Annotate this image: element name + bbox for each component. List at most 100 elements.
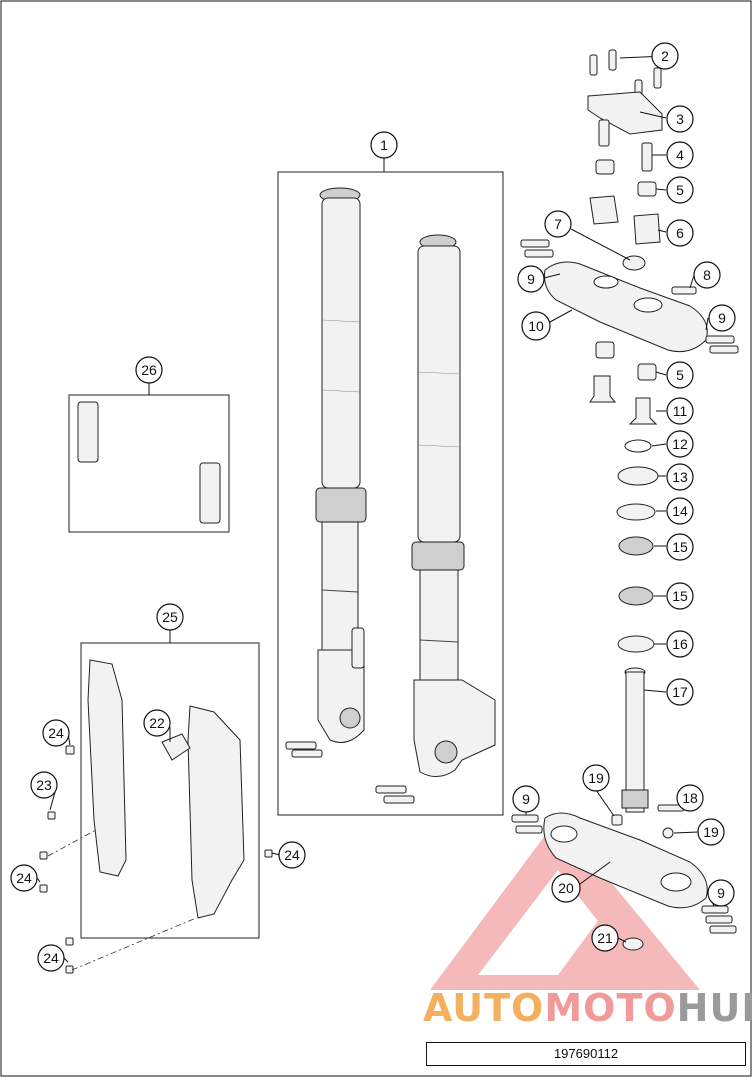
document-number: 197690112: [426, 1042, 746, 1066]
callout-9-upper-left: 9: [517, 265, 545, 293]
callout-24-left: 24: [10, 864, 38, 892]
svg-text:15: 15: [672, 539, 688, 555]
callout-leaders: [36, 55, 715, 963]
svg-text:14: 14: [672, 503, 688, 519]
svg-text:24: 24: [16, 870, 32, 886]
callout-22: 22: [143, 709, 171, 737]
callout-9-lower-left: 9: [512, 785, 540, 813]
callout-5-upper: 5: [666, 176, 694, 204]
svg-text:6: 6: [676, 225, 684, 241]
watermark-moto: MOTO: [544, 986, 677, 1030]
bumper-21: [622, 937, 644, 951]
svg-text:18: 18: [682, 790, 698, 806]
guard-screws: [39, 745, 273, 974]
upper-triple-clamp: [544, 261, 708, 353]
svg-text:22: 22: [149, 715, 165, 731]
svg-text:1: 1: [380, 137, 388, 153]
callout-11: 11: [666, 397, 694, 425]
bushing-lower-2: [637, 363, 657, 381]
callout-10: 10: [521, 311, 551, 341]
callout-24-top: 24: [42, 719, 70, 747]
bearing-upper: [618, 536, 654, 556]
svg-text:17: 17: [672, 684, 688, 700]
upper-clamp-bolts-right: [705, 335, 739, 354]
callout-1: 1: [370, 131, 398, 159]
fork-axle-bolts: [285, 741, 415, 804]
svg-text:26: 26: [141, 362, 157, 378]
rubber-bushing-2: [637, 181, 657, 197]
nut-19b: [662, 827, 674, 839]
callout-3: 3: [666, 105, 694, 133]
svg-text:15: 15: [672, 588, 688, 604]
svg-text:9: 9: [527, 271, 535, 287]
callout-9-lower-right: 9: [707, 879, 735, 907]
steering-stem: [621, 667, 649, 813]
upper-clamp-bolts-left: [520, 239, 554, 258]
svg-text:24: 24: [43, 950, 59, 966]
callout-20: 20: [551, 873, 581, 903]
svg-text:23: 23: [36, 777, 52, 793]
callout-15-lower: 15: [666, 582, 694, 610]
callout-26: 26: [135, 356, 163, 384]
pinch-bolt: [671, 286, 697, 295]
svg-text:24: 24: [48, 725, 64, 741]
svg-text:9: 9: [718, 310, 726, 326]
clamp-bolt: [598, 119, 610, 147]
svg-text:19: 19: [703, 824, 719, 840]
seal-ring: [616, 503, 656, 521]
rubber-bushing: [595, 159, 615, 175]
guard-clip: [161, 733, 191, 761]
kit-26-pad-a: [77, 401, 99, 463]
handlebar-clamp-top: [587, 91, 663, 135]
svg-text:9: 9: [717, 885, 725, 901]
callout-9-upper-right: 9: [708, 304, 736, 332]
svg-text:21: 21: [597, 930, 613, 946]
clamp-sleeve: [589, 375, 617, 403]
callout-19-upper: 19: [582, 764, 610, 792]
fork-leg-right: [411, 234, 496, 777]
bearing-lower: [618, 586, 654, 606]
callout-8: 8: [693, 261, 721, 289]
o-ring: [624, 439, 652, 453]
svg-text:3: 3: [676, 111, 684, 127]
callout-24-bottom: 24: [37, 944, 65, 972]
svg-text:7: 7: [554, 216, 562, 232]
callout-16: 16: [666, 630, 694, 658]
watermark-auto: AUTO: [423, 986, 545, 1030]
callout-23: 23: [30, 771, 58, 799]
lower-clamp-bolts-right: [701, 905, 737, 934]
svg-text:2: 2: [661, 48, 669, 64]
dust-seal: [617, 466, 659, 486]
watermark-text: AUTOMOTOHUB: [423, 986, 752, 1030]
svg-text:12: 12: [672, 436, 688, 452]
sleeve-11: [628, 397, 658, 425]
nut-19a: [611, 814, 623, 826]
callout-4: 4: [666, 141, 694, 169]
clamp-lower: [589, 195, 619, 225]
svg-text:24: 24: [284, 847, 300, 863]
svg-text:5: 5: [676, 367, 684, 383]
fork-leg-left: [315, 187, 367, 743]
clamp-lower-2: [633, 213, 661, 245]
svg-text:5: 5: [676, 182, 684, 198]
svg-text:9: 9: [522, 791, 530, 807]
svg-text:11: 11: [673, 403, 688, 419]
clamp-bolt-2: [641, 142, 653, 172]
callout-7: 7: [544, 210, 572, 238]
svg-text:10: 10: [528, 318, 544, 334]
kit-26-pad-b: [199, 462, 221, 524]
callout-12: 12: [666, 430, 694, 458]
callout-15-upper: 15: [666, 533, 694, 561]
svg-text:25: 25: [162, 609, 178, 625]
svg-text:19: 19: [588, 770, 604, 786]
callout-5-lower: 5: [666, 361, 694, 389]
callout-21: 21: [591, 924, 619, 952]
callout-2: 2: [651, 42, 679, 70]
callout-24-right: 24: [278, 841, 306, 869]
callout-17: 17: [666, 678, 694, 706]
fork-guard-left: [87, 659, 127, 877]
callout-14: 14: [666, 497, 694, 525]
callout-19-right: 19: [697, 818, 725, 846]
